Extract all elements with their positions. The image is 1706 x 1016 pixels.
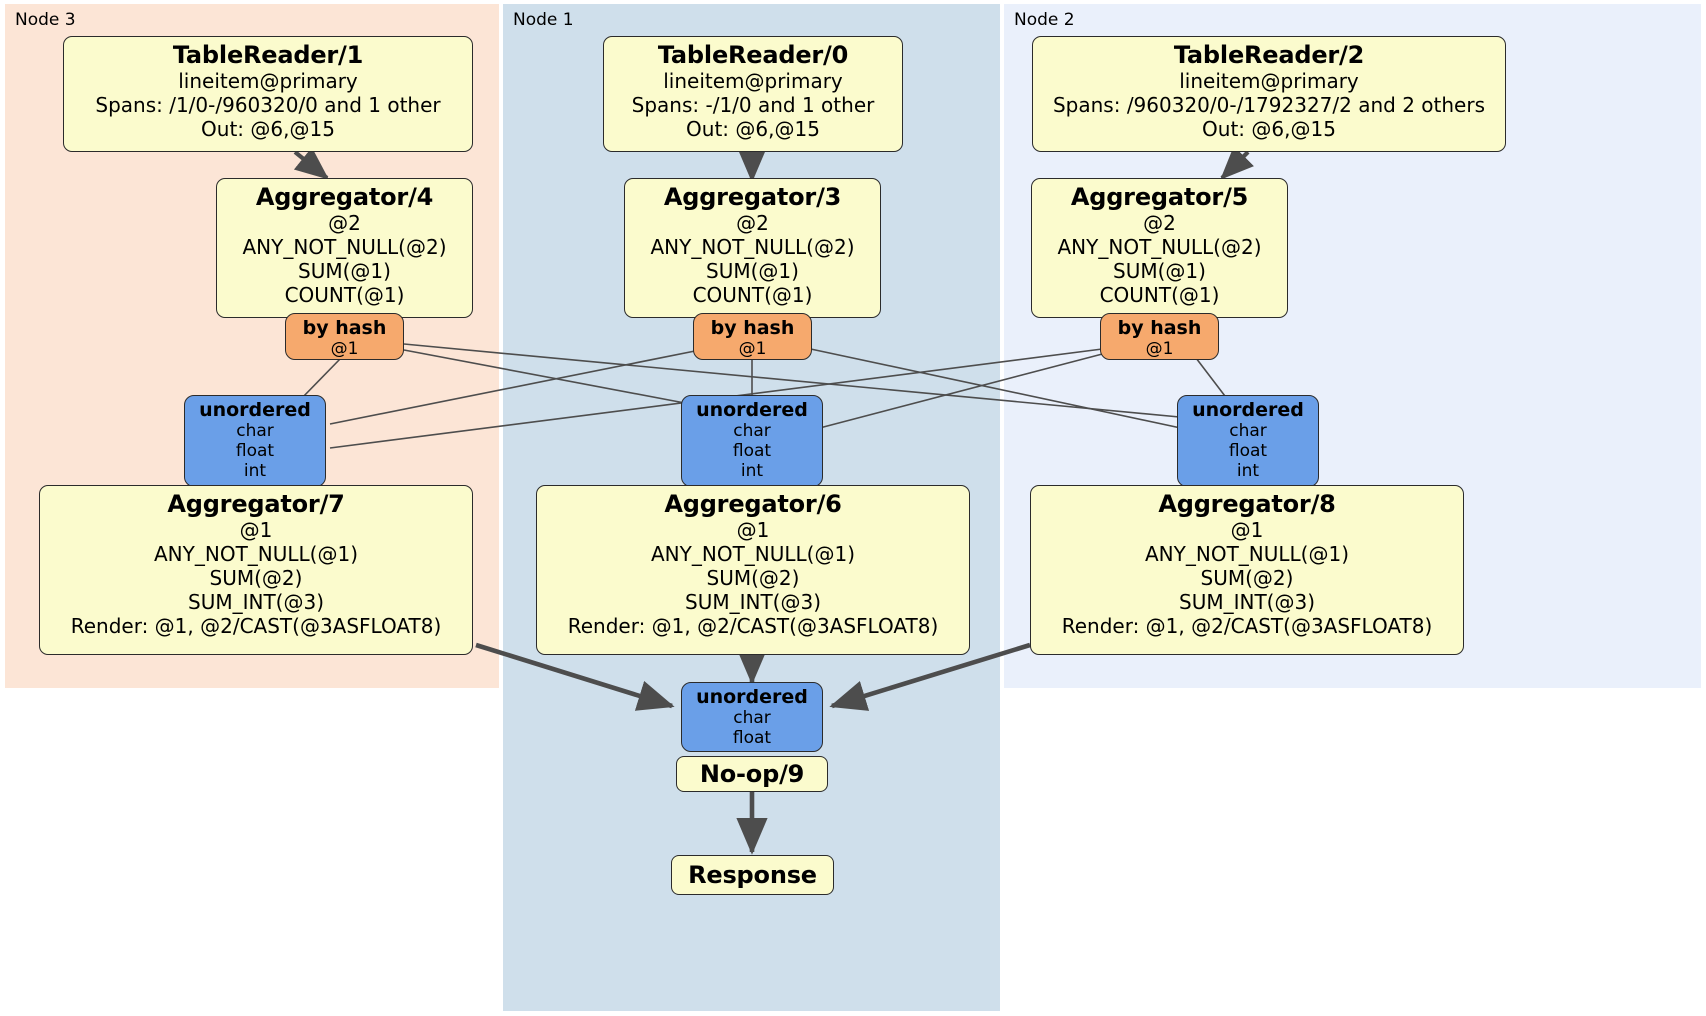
router-by-hash-left[interactable]: by hash @1: [285, 313, 404, 360]
processor-line: SUM(@2): [706, 565, 800, 590]
processor-line: SUM(@1): [298, 258, 391, 283]
processor-aggregator-5[interactable]: Aggregator/5 @2 ANY_NOT_NULL(@2) SUM(@1)…: [1031, 178, 1288, 318]
processor-line: SUM_INT(@3): [188, 589, 324, 614]
router-line: int: [1236, 460, 1260, 481]
processor-line: SUM(@1): [1113, 258, 1206, 283]
processor-response[interactable]: Response: [671, 855, 834, 895]
processor-line: @1: [736, 517, 770, 542]
processor-title: Aggregator/3: [663, 183, 842, 211]
router-title: unordered: [696, 686, 808, 708]
router-line: @1: [1145, 338, 1174, 359]
processor-line: Out: @6,@15: [686, 116, 820, 141]
processor-line: @2: [736, 210, 769, 235]
router-line: int: [243, 460, 267, 481]
processor-line: Spans: /1/0-/960320/0 and 1 other: [95, 92, 441, 117]
router-unordered-left[interactable]: unordered char float int: [184, 395, 326, 487]
processor-line: COUNT(@1): [692, 282, 813, 307]
router-line: float: [732, 440, 772, 461]
router-line: char: [733, 707, 771, 728]
processor-title: Aggregator/8: [1158, 490, 1336, 518]
processor-line: Spans: -/1/0 and 1 other: [631, 92, 875, 117]
processor-aggregator-7[interactable]: Aggregator/7 @1 ANY_NOT_NULL(@1) SUM(@2)…: [39, 485, 473, 655]
processor-line: ANY_NOT_NULL(@2): [650, 234, 855, 259]
processor-title: TableReader/0: [657, 41, 849, 69]
processor-table-reader-1[interactable]: TableReader/1 lineitem@primary Spans: /1…: [63, 36, 473, 152]
processor-title: TableReader/1: [172, 41, 364, 69]
processor-aggregator-6[interactable]: Aggregator/6 @1 ANY_NOT_NULL(@1) SUM(@2)…: [536, 485, 970, 655]
processor-table-reader-0[interactable]: TableReader/0 lineitem@primary Spans: -/…: [603, 36, 903, 152]
router-line: float: [1228, 440, 1268, 461]
processor-title: Response: [688, 861, 817, 889]
processor-line: ANY_NOT_NULL(@1): [1145, 541, 1349, 566]
processor-line: @2: [1143, 210, 1176, 235]
node-panel-label-node1: Node 1: [513, 10, 574, 30]
processor-line: @1: [1230, 517, 1264, 542]
processor-line: SUM(@1): [706, 258, 799, 283]
processor-line: SUM_INT(@3): [685, 589, 821, 614]
router-line: float: [732, 727, 772, 748]
processor-line: SUM(@2): [209, 565, 303, 590]
processor-line: Render: @1, @2/CAST(@3ASFLOAT8): [1061, 613, 1433, 638]
processor-line: ANY_NOT_NULL(@2): [242, 234, 447, 259]
router-title: unordered: [1192, 399, 1304, 421]
processor-line: Render: @1, @2/CAST(@3ASFLOAT8): [70, 613, 442, 638]
router-line: @1: [738, 338, 767, 359]
processor-line: ANY_NOT_NULL(@1): [651, 541, 855, 566]
router-title: unordered: [696, 399, 808, 421]
processor-aggregator-4[interactable]: Aggregator/4 @2 ANY_NOT_NULL(@2) SUM(@1)…: [216, 178, 473, 318]
router-line: int: [740, 460, 764, 481]
router-unordered-center[interactable]: unordered char float int: [681, 395, 823, 487]
processor-line: Spans: /960320/0-/1792327/2 and 2 others: [1052, 92, 1485, 117]
processor-line: @1: [239, 517, 273, 542]
router-line: @1: [330, 338, 359, 359]
router-title: by hash: [1117, 317, 1202, 339]
router-line: float: [235, 440, 275, 461]
processor-title: Aggregator/7: [167, 490, 345, 518]
processor-title: TableReader/2: [1173, 41, 1365, 69]
node-panel-label-node2: Node 2: [1014, 10, 1075, 30]
router-title: unordered: [199, 399, 311, 421]
processor-line: COUNT(@1): [1099, 282, 1220, 307]
router-unordered-final[interactable]: unordered char float: [681, 682, 823, 752]
processor-noop-9[interactable]: No-op/9: [676, 756, 828, 792]
router-line: char: [733, 420, 771, 441]
router-title: by hash: [302, 317, 387, 339]
router-line: char: [236, 420, 274, 441]
processor-line: lineitem@primary: [178, 68, 358, 93]
processor-line: ANY_NOT_NULL(@2): [1057, 234, 1262, 259]
processor-title: Aggregator/6: [664, 490, 842, 518]
router-by-hash-right[interactable]: by hash @1: [1100, 313, 1219, 360]
processor-line: COUNT(@1): [284, 282, 405, 307]
processor-line: lineitem@primary: [663, 68, 843, 93]
processor-line: ANY_NOT_NULL(@1): [154, 541, 358, 566]
processor-line: Out: @6,@15: [201, 116, 335, 141]
router-title: by hash: [710, 317, 795, 339]
processor-line: SUM_INT(@3): [1179, 589, 1315, 614]
node-panel-label-node3: Node 3: [15, 10, 76, 30]
processor-line: lineitem@primary: [1179, 68, 1359, 93]
processor-line: SUM(@2): [1200, 565, 1294, 590]
router-by-hash-center[interactable]: by hash @1: [693, 313, 812, 360]
processor-title: Aggregator/4: [255, 183, 434, 211]
processor-table-reader-2[interactable]: TableReader/2 lineitem@primary Spans: /9…: [1032, 36, 1506, 152]
router-line: char: [1229, 420, 1267, 441]
processor-line: @2: [328, 210, 361, 235]
processor-aggregator-8[interactable]: Aggregator/8 @1 ANY_NOT_NULL(@1) SUM(@2)…: [1030, 485, 1464, 655]
processor-title: Aggregator/5: [1070, 183, 1249, 211]
processor-line: Render: @1, @2/CAST(@3ASFLOAT8): [567, 613, 939, 638]
processor-line: Out: @6,@15: [1202, 116, 1336, 141]
processor-aggregator-3[interactable]: Aggregator/3 @2 ANY_NOT_NULL(@2) SUM(@1)…: [624, 178, 881, 318]
processor-title: No-op/9: [699, 760, 805, 788]
router-unordered-right[interactable]: unordered char float int: [1177, 395, 1319, 487]
